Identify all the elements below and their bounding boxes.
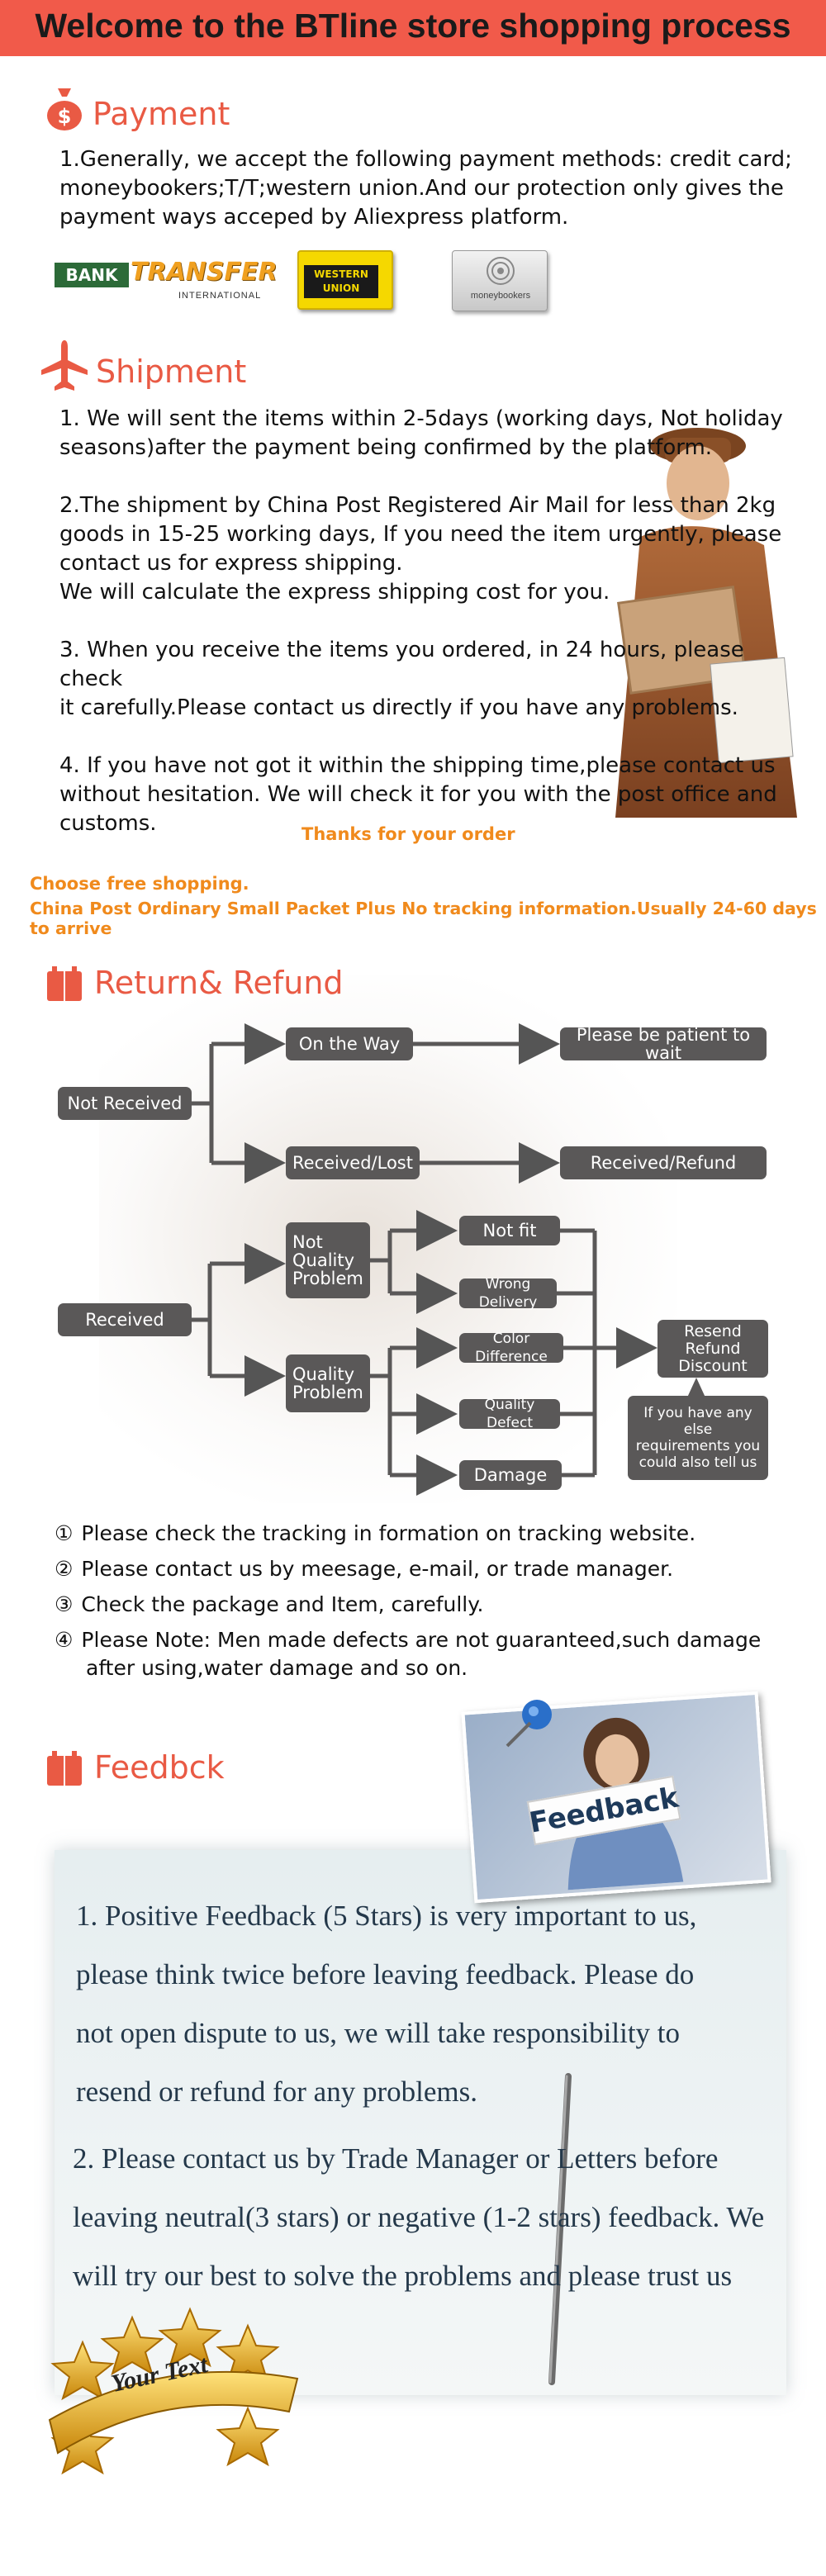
flow-on-the-way: On the Way bbox=[286, 1027, 413, 1060]
page-title: Welcome to the BTline store shopping pro… bbox=[35, 7, 791, 45]
header-banner bbox=[0, 0, 826, 56]
box-icon bbox=[47, 1751, 82, 1786]
western-top: WESTERN bbox=[314, 268, 368, 280]
western-bottom: UNION bbox=[322, 282, 360, 294]
feedback-photo: Feedback bbox=[461, 1691, 771, 1904]
payment-text: 1.Generally, we accept the following pay… bbox=[59, 147, 792, 230]
box-icon bbox=[47, 966, 82, 1001]
feedback-paragraph-2: 2. Please contact us by Trade Manager or… bbox=[73, 2142, 765, 2292]
flow-damage: Damage bbox=[459, 1460, 562, 1490]
flow-received-lost: Received/Lost bbox=[286, 1146, 420, 1179]
free-shipping-line1: Choose free shopping. bbox=[30, 874, 249, 894]
feedback-card bbox=[55, 1850, 786, 2395]
free-shipping-line2: China Post Ordinary Small Packet Plus No… bbox=[30, 899, 817, 938]
speech-pointer bbox=[687, 1378, 705, 1397]
thanks-text: Thanks for your order bbox=[301, 824, 515, 844]
delivery-man-image bbox=[615, 428, 797, 818]
flow-if-you-have: If you have any else requirements you co… bbox=[628, 1396, 768, 1480]
refund-title: Return& Refund bbox=[94, 965, 344, 1001]
moneybookers-waves-icon bbox=[487, 257, 515, 285]
refund-flowchart-connectors bbox=[192, 1023, 657, 1496]
bank-word: BANK bbox=[55, 263, 129, 287]
transfer-word: TRANSFER bbox=[131, 258, 278, 287]
note-item-continued: after using,water damage and so on. bbox=[86, 1656, 468, 1680]
flow-not-quality-problem: Not Quality Problem bbox=[286, 1222, 370, 1298]
money-bag-icon: $ bbox=[47, 88, 82, 130]
flow-not-fit: Not fit bbox=[459, 1216, 560, 1245]
feedback-title: Feedbck bbox=[94, 1749, 225, 1786]
pushpin-icon bbox=[506, 1700, 552, 1748]
flow-wrong-delivery: Wrong Delivery bbox=[459, 1276, 557, 1311]
payment-title: Payment bbox=[93, 96, 230, 132]
flow-be-patient: Please be patient to wait bbox=[560, 1026, 767, 1062]
flow-color-difference: Color Difference bbox=[459, 1331, 563, 1365]
flow-not-received: Not Received bbox=[58, 1087, 192, 1120]
flow-resend-refund-discount: Resend Refund Discount bbox=[657, 1320, 768, 1378]
airplane-icon bbox=[41, 340, 88, 391]
shipment-text: 1. We will sent the items within 2-5days… bbox=[59, 406, 783, 836]
flow-quality-defect: Quality Defect bbox=[459, 1397, 560, 1431]
flow-quality-problem: Quality Problem bbox=[286, 1354, 370, 1412]
moneybookers-word: moneybookers bbox=[470, 291, 531, 301]
moneybookers-logo: moneybookers bbox=[452, 250, 548, 311]
flow-received-refund: Received/Refund bbox=[560, 1146, 767, 1179]
bank-transfer-logo: BANK TRANSFER INTERNATIONAL bbox=[55, 254, 278, 306]
pen-image bbox=[548, 2073, 572, 2385]
flow-received: Received bbox=[58, 1303, 192, 1336]
svg-text:$: $ bbox=[58, 105, 72, 128]
star-badge-icon bbox=[48, 2307, 299, 2475]
international-word: INTERNATIONAL bbox=[178, 291, 262, 301]
shipment-title: Shipment bbox=[96, 353, 247, 390]
western-union-logo: WESTERN UNION bbox=[297, 250, 393, 310]
feedback-paragraph-1: 1. Positive Feedback (5 Stars) is very i… bbox=[76, 1900, 697, 2108]
